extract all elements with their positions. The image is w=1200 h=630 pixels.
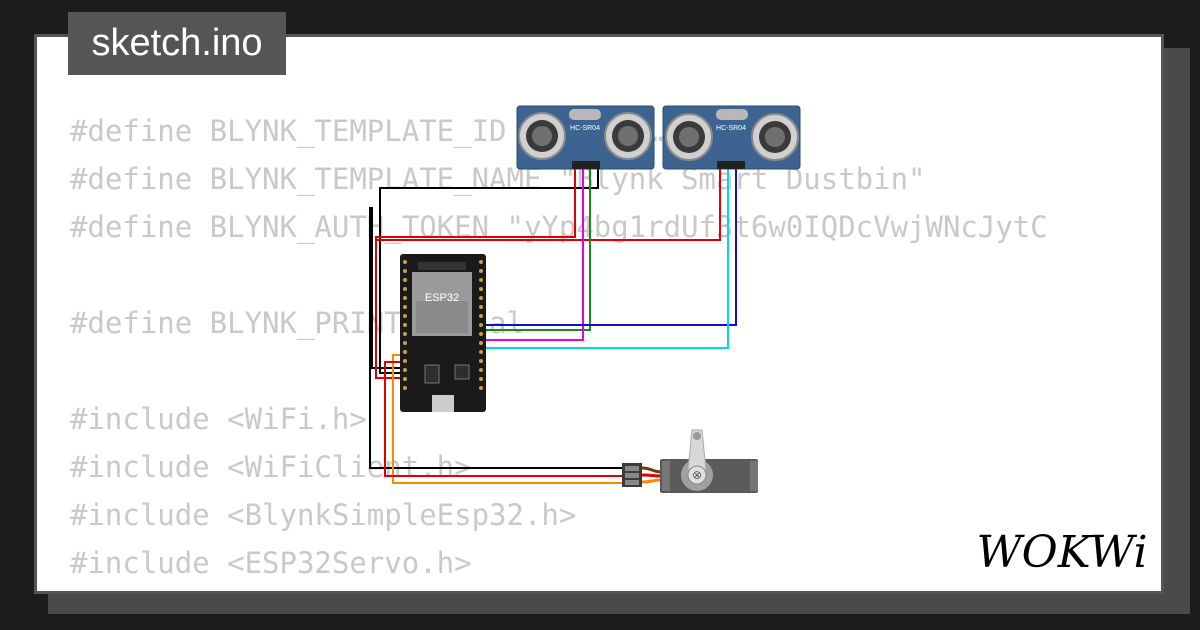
servo-screw-icon: ⊗ [692, 468, 702, 482]
code-line: #define BLYNK_AUTH_TOKEN "yYp4bg1rdUf3t6… [70, 210, 1048, 244]
wire-green [482, 162, 591, 331]
wire-magenta [482, 162, 584, 341]
wokwi-logo: WOKWi [976, 527, 1147, 578]
esp32-pins [403, 260, 483, 390]
code-line: #include <WiFi.h> [70, 402, 367, 436]
code-line: #include <BlynkSimpleEsp32.h> [70, 498, 577, 532]
wire-cyan [482, 162, 729, 349]
wire-black [379, 162, 599, 374]
wire-red [375, 162, 576, 379]
wire-black [369, 207, 625, 469]
ultrasonic-sensor-left[interactable]: HC-SR04 [516, 105, 655, 170]
code-line: #include <WiFiClient.h> [70, 450, 472, 484]
ultrasonic-sensor-right[interactable]: HC-SR04 [662, 105, 801, 170]
wire-blue [482, 162, 737, 326]
wire-red [375, 162, 721, 241]
wokwi-logo-text: WOKWi [976, 527, 1147, 578]
sensor-label: HC-SR04 [716, 125, 746, 132]
file-tab: sketch.ino [68, 12, 286, 75]
sensor-label: HC-SR04 [570, 125, 600, 132]
esp32-label: ESP32 [425, 292, 459, 304]
esp32-board[interactable]: ESP32 [400, 254, 486, 412]
wire-red [384, 361, 625, 477]
code-line: #include <ESP32Servo.h> [70, 546, 472, 580]
servo-motor[interactable]: ⊗ [622, 429, 758, 493]
